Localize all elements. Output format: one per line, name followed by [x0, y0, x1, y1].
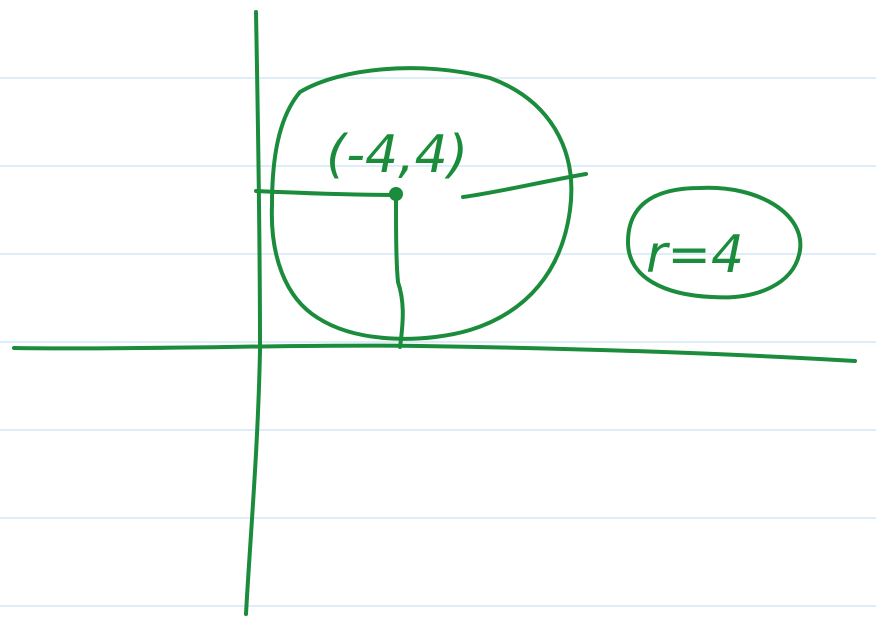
radius-line — [461, 172, 588, 199]
y-axis — [244, 10, 262, 616]
vertical-radius — [394, 193, 405, 349]
circle — [269, 66, 574, 341]
radius-label: r=4 — [646, 225, 744, 285]
ink-strokes — [12, 10, 857, 616]
center-point-label: (-4,4) — [326, 125, 468, 185]
horizontal-segment — [254, 189, 398, 197]
radius-label-oval — [626, 185, 803, 300]
ruled-lines — [0, 77, 876, 607]
center-point-dot — [389, 187, 403, 201]
x-axis — [12, 343, 857, 363]
